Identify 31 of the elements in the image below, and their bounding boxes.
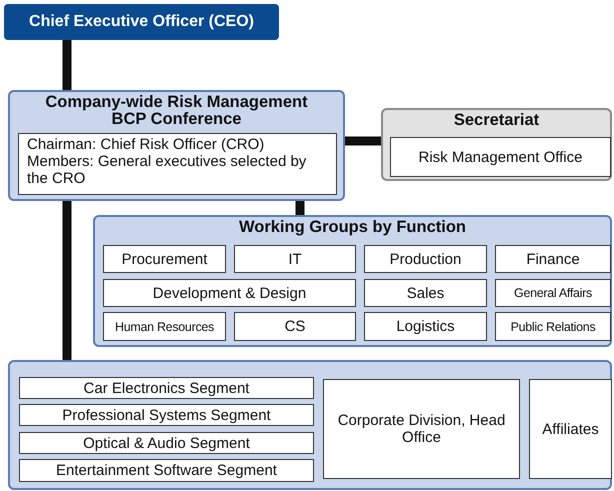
unit-box: Professional Systems Segment <box>19 404 314 426</box>
unit-box: Production <box>364 245 487 273</box>
unit-box: CS <box>234 312 356 341</box>
info-box: Chairman: Chief Risk Officer (CRO) Members: General executives selected by the CRO <box>18 133 337 195</box>
group-panel <box>8 90 345 201</box>
unit-box: Corporate Division, Head Office <box>323 379 520 479</box>
unit-box: Optical & Audio Segment <box>19 432 314 454</box>
connector-line <box>296 201 304 215</box>
group-panel <box>8 360 612 490</box>
group-panel <box>93 215 612 347</box>
connector-line <box>62 201 72 360</box>
group-heading: Company-wide Risk Management BCP Conference <box>44 94 309 128</box>
unit-box: Affiliates <box>529 379 612 479</box>
group-heading: Working Groups by Function <box>238 219 468 236</box>
unit-box: IT <box>234 245 356 273</box>
unit-box: Finance <box>495 245 611 273</box>
unit-box: Public Relations <box>495 312 611 341</box>
group-heading: Secretariat <box>452 112 540 129</box>
unit-box: Risk Management Office <box>390 137 611 177</box>
unit-box: Development & Design <box>103 279 356 307</box>
connector-line <box>345 136 381 146</box>
unit-box: Procurement <box>103 245 226 273</box>
unit-box: Entertainment Software Segment <box>19 459 314 482</box>
unit-box: Sales <box>364 279 487 307</box>
title-box: Chief Executive Officer (CEO) <box>4 4 279 40</box>
group-panel <box>381 108 612 181</box>
unit-box: General Affairs <box>495 279 611 307</box>
connector-line <box>62 40 72 90</box>
unit-box: Logistics <box>364 312 487 341</box>
unit-box: Car Electronics Segment <box>19 377 314 399</box>
unit-box: Human Resources <box>103 312 226 341</box>
